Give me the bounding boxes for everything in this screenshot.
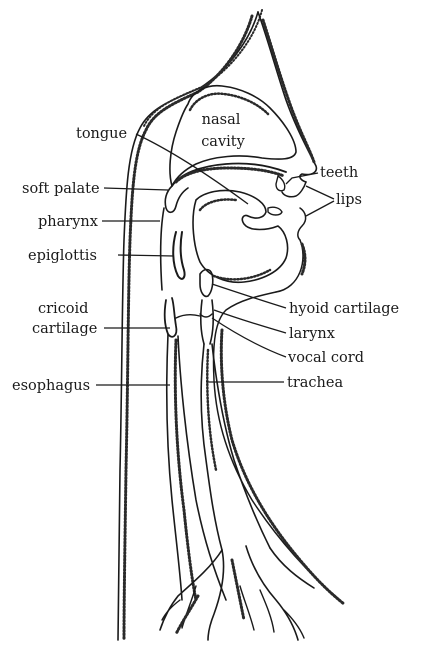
leader-hyoid: [212, 284, 286, 308]
leader-lines: [96, 134, 334, 385]
bronchi: [160, 546, 314, 640]
leader-larynx: [214, 310, 286, 333]
label-pharynx: pharynx: [38, 214, 98, 230]
label-nasal-cavity-line1: nasal: [202, 112, 241, 128]
leader-lips-upper: [306, 186, 334, 199]
tongue: [193, 190, 288, 282]
label-tongue: tongue: [76, 126, 127, 142]
label-lips: lips: [336, 192, 362, 208]
label-soft-palate: soft palate: [22, 181, 100, 197]
label-esophagus: esophagus: [12, 378, 90, 394]
epiglottis: [173, 232, 184, 279]
label-teeth: teeth: [320, 165, 358, 181]
label-larynx: larynx: [289, 326, 335, 342]
teeth: [268, 176, 285, 215]
leader-vocal-cord: [212, 318, 286, 357]
head-outline: [118, 10, 262, 640]
label-hyoid-cartilage: hyoid cartilage: [289, 301, 399, 317]
leader-soft-palate: [104, 188, 168, 190]
label-epiglottis: epiglottis: [28, 248, 97, 264]
leader-lips-lower: [306, 201, 334, 216]
leader-epiglottis: [118, 255, 174, 256]
label-vocal-cord: vocal cord: [287, 350, 364, 366]
label-cricoid-cartilage-line1: cricoid: [38, 301, 88, 317]
label-nasal-cavity-line2: cavity: [201, 134, 245, 150]
larynx: [165, 270, 214, 345]
label-cricoid-cartilage-line2: cartilage: [32, 321, 97, 337]
esophagus: [167, 334, 226, 600]
pharynx-wall: [161, 208, 164, 290]
labels: nasal cavity tongue teeth lips soft pala…: [12, 112, 399, 394]
label-trachea: trachea: [287, 375, 343, 391]
